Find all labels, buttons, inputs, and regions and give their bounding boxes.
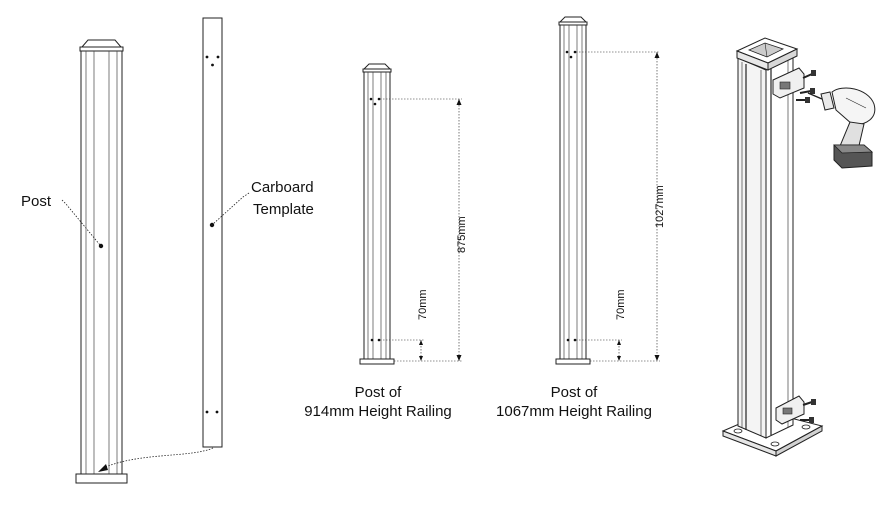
- template-strip: [202, 17, 223, 448]
- post-914-figure: [359, 63, 395, 365]
- post-3d-figure: [721, 37, 824, 457]
- post-914-dimensions: 875mm 70mm: [380, 98, 468, 362]
- drill-icon: [807, 87, 876, 169]
- template-figure: [202, 17, 223, 448]
- post-center-dot: [98, 243, 104, 249]
- post-1067-caption-line2: 1067mm Height Railing: [496, 403, 652, 420]
- post-1067-cap: [558, 16, 588, 23]
- dim-70-a: 70mm: [417, 289, 429, 320]
- template-hole: [205, 55, 209, 59]
- post-1067-base-plate: [555, 358, 591, 365]
- post-1067-caption-line1: Post of: [551, 384, 599, 401]
- post-base-plate: [75, 473, 128, 484]
- post-1067-dimensions: 1027mm 70mm: [576, 51, 666, 362]
- template-center-dot: [209, 222, 215, 228]
- post-1067-figure: [555, 16, 591, 365]
- template-hole: [211, 63, 214, 67]
- template-to-post-arrow: [102, 447, 214, 469]
- template-label-line1: Carboard: [251, 179, 314, 196]
- post-914-caption-line2: 914mm Height Railing: [304, 403, 452, 420]
- dim-875: 875mm: [456, 216, 468, 253]
- post-body: [80, 50, 123, 475]
- template-hole: [215, 410, 219, 414]
- post-914-caption-line1: Post of: [355, 384, 403, 401]
- dim-1027: 1027mm: [654, 185, 666, 228]
- template-leader-line: [212, 192, 250, 225]
- post-label: Post: [21, 193, 52, 210]
- dim-70-b: 70mm: [615, 289, 627, 320]
- post-914-cap: [362, 63, 392, 70]
- template-hole: [205, 410, 209, 414]
- post-914-base-plate: [359, 358, 395, 365]
- post-cap: [80, 39, 123, 48]
- template-hole: [216, 55, 220, 59]
- post-figure: [75, 39, 128, 484]
- arrowhead: [98, 464, 108, 472]
- post-3d-side: [765, 55, 794, 439]
- bottom-screws: [800, 399, 816, 423]
- post-cap-rim: [79, 46, 124, 52]
- template-label-line2: Template: [253, 201, 314, 218]
- top-screws: [796, 70, 816, 103]
